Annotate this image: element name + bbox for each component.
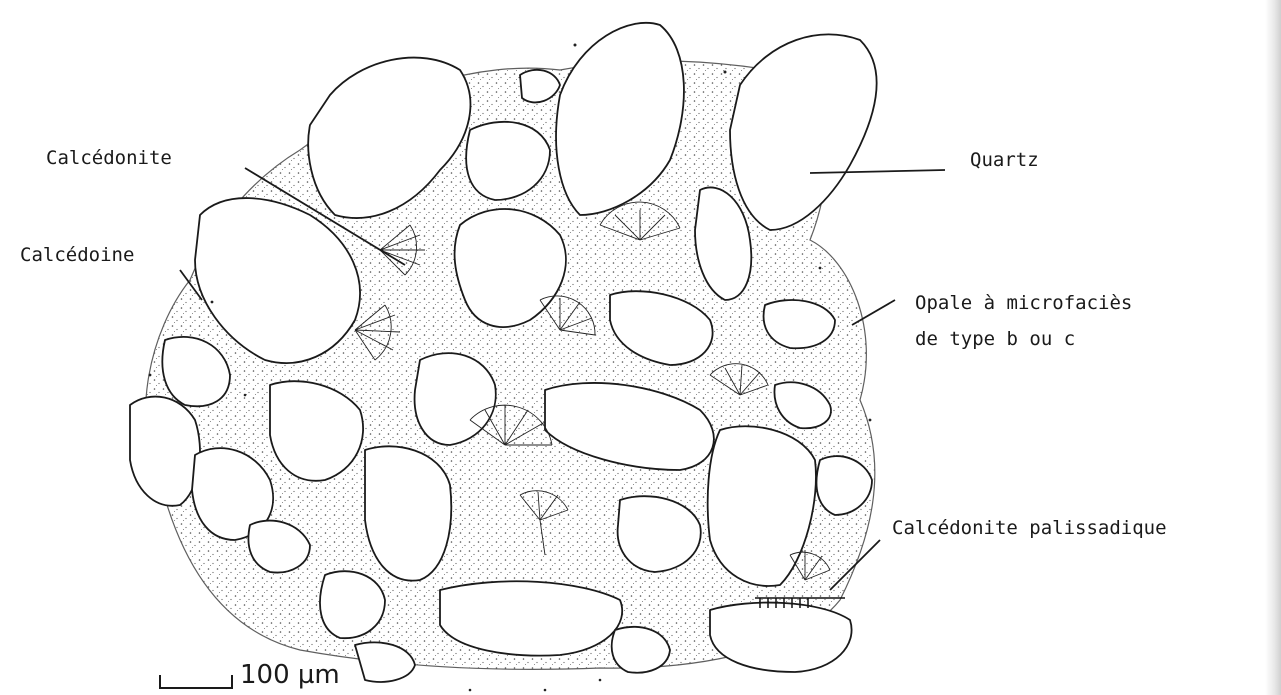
label-opale-line2: de type b ou c [915,326,1075,352]
label-quartz: Quartz [970,147,1039,173]
label-calcedonite: Calcédonite [46,145,172,171]
quartz-grain [730,34,877,230]
quartz-grain [365,446,451,580]
page-edge-shadow [1265,0,1281,695]
scale-bar-label: 100 µm [240,660,340,690]
label-opale-line1: Opale à microfaciès [915,290,1132,316]
label-calcedoine: Calcédoine [20,242,134,268]
quartz-grain [130,397,200,506]
label-calcedonite-palissadique: Calcédonite palissadique [892,515,1167,541]
quartz-grain [440,581,622,655]
quartz-grain [764,300,835,348]
scale-bar [160,675,232,688]
quartz-grain [710,603,852,672]
